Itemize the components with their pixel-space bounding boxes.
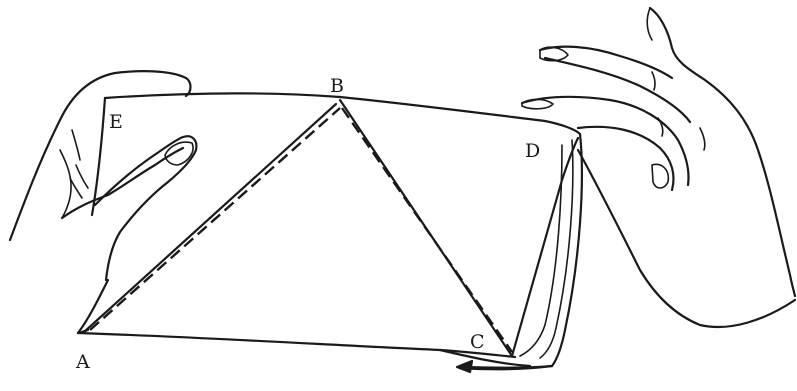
point-labels: A B C D E [75,75,540,373]
left-finger-edge [60,150,71,218]
right-hand [522,8,795,327]
right-thumb [522,97,689,185]
label-e: E [109,111,123,133]
arrow-shaft [462,366,552,368]
right-hand-back [650,8,795,296]
left-thumb [95,136,196,280]
arrow-head-icon [457,361,472,372]
dashed-line-ab [90,108,340,330]
left-hand [10,71,196,280]
paper-bottom-edge [78,333,515,357]
solid-line-bc [340,100,512,356]
left-finger-creases [70,130,88,198]
label-a: A [75,351,90,373]
right-middle-nail [652,164,668,188]
label-b: B [330,75,344,97]
paper-sheet [78,93,580,357]
fold-lines [84,100,578,356]
solid-line-ab [84,104,336,332]
right-index-underside [545,58,690,122]
label-c: C [470,331,485,353]
right-middle-finger [578,127,674,190]
bottom-curl-return [440,350,530,366]
label-d: D [525,140,540,162]
right-finger-tip [647,8,652,40]
paper-top-edge [105,93,580,134]
paper-curled-edge [440,134,582,369]
right-palm-lower [578,150,795,327]
right-thumb-nail [522,99,553,108]
